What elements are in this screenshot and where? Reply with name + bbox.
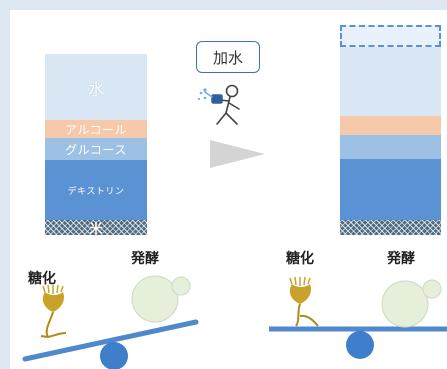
left-saccharification-label: 糖化 — [28, 271, 56, 287]
right-layer-glucose — [340, 135, 441, 159]
left-balance-fulcrum — [100, 342, 128, 369]
add-water-label-box: 加水 — [196, 41, 260, 73]
add-water-label: 加水 — [212, 48, 243, 67]
right-balance-fulcrum — [346, 331, 374, 359]
layer-dextrin-label: デキストリン — [67, 186, 125, 197]
layer-rice: 米 — [45, 220, 147, 237]
layer-dextrin: デキストリン — [45, 160, 147, 220]
left-fermentation-label: 発酵 — [131, 251, 159, 267]
right-layer-water — [340, 47, 441, 116]
left-yeast-icon — [131, 275, 191, 323]
layer-water: 水 — [45, 54, 147, 120]
left-balance — [22, 275, 199, 369]
right-koji-icon — [289, 276, 319, 327]
layer-alcohol: アルコール — [45, 120, 147, 138]
left-balance-beam — [22, 319, 199, 362]
right-balance — [269, 276, 447, 359]
left-koji-icon — [40, 284, 67, 338]
dashed-extra-water — [340, 25, 441, 47]
layer-glucose-label: グルコース — [65, 142, 127, 157]
layer-water-label: 水 — [87, 79, 105, 100]
right-saccharification-label: 糖化 — [286, 251, 314, 267]
person-pouring-water-icon — [197, 84, 240, 125]
right-yeast-icon — [381, 279, 442, 328]
layer-alcohol-label: アルコール — [64, 122, 128, 137]
layer-glucose: グルコース — [45, 138, 147, 160]
right-layer-rice — [340, 220, 441, 235]
right-fermentation-label: 発酵 — [387, 251, 415, 267]
right-layer-alcohol — [340, 116, 441, 135]
layer-rice-label: 米 — [89, 222, 103, 237]
right-layer-dextrin — [340, 159, 441, 220]
triangle-right-arrow-icon — [210, 140, 265, 168]
